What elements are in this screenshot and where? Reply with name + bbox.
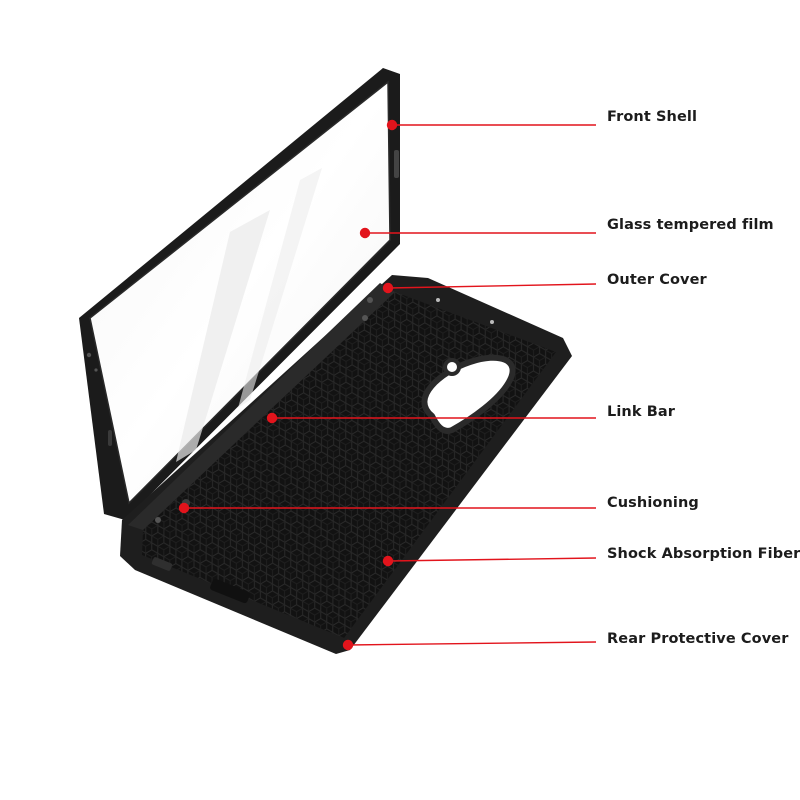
callout-dot <box>342 639 354 651</box>
rear-cover <box>120 275 572 654</box>
camera-cutout <box>421 354 516 434</box>
callout-label-link-bar: Link Bar <box>607 403 676 420</box>
callout-dot <box>359 227 371 239</box>
callout-label-cushioning: Cushioning <box>607 494 699 511</box>
front-shell <box>79 68 400 520</box>
callout-lines <box>178 119 597 651</box>
callout-label-shock-absorption-fiber: Shock Absorption Fiber <box>607 545 800 562</box>
callout-dot <box>178 502 190 514</box>
callout-dot <box>382 555 394 567</box>
callout-dot <box>386 119 398 131</box>
callout-dot <box>266 412 278 424</box>
callout-label-glass-tempered-film: Glass tempered film <box>607 216 774 233</box>
callout-label-front-shell: Front Shell <box>607 108 698 125</box>
callout-label-rear-protective-cover: Rear Protective Cover <box>607 630 789 647</box>
hinge <box>151 557 250 604</box>
callout-label-outer-cover: Outer Cover <box>607 271 707 288</box>
callout-dot <box>382 282 394 294</box>
